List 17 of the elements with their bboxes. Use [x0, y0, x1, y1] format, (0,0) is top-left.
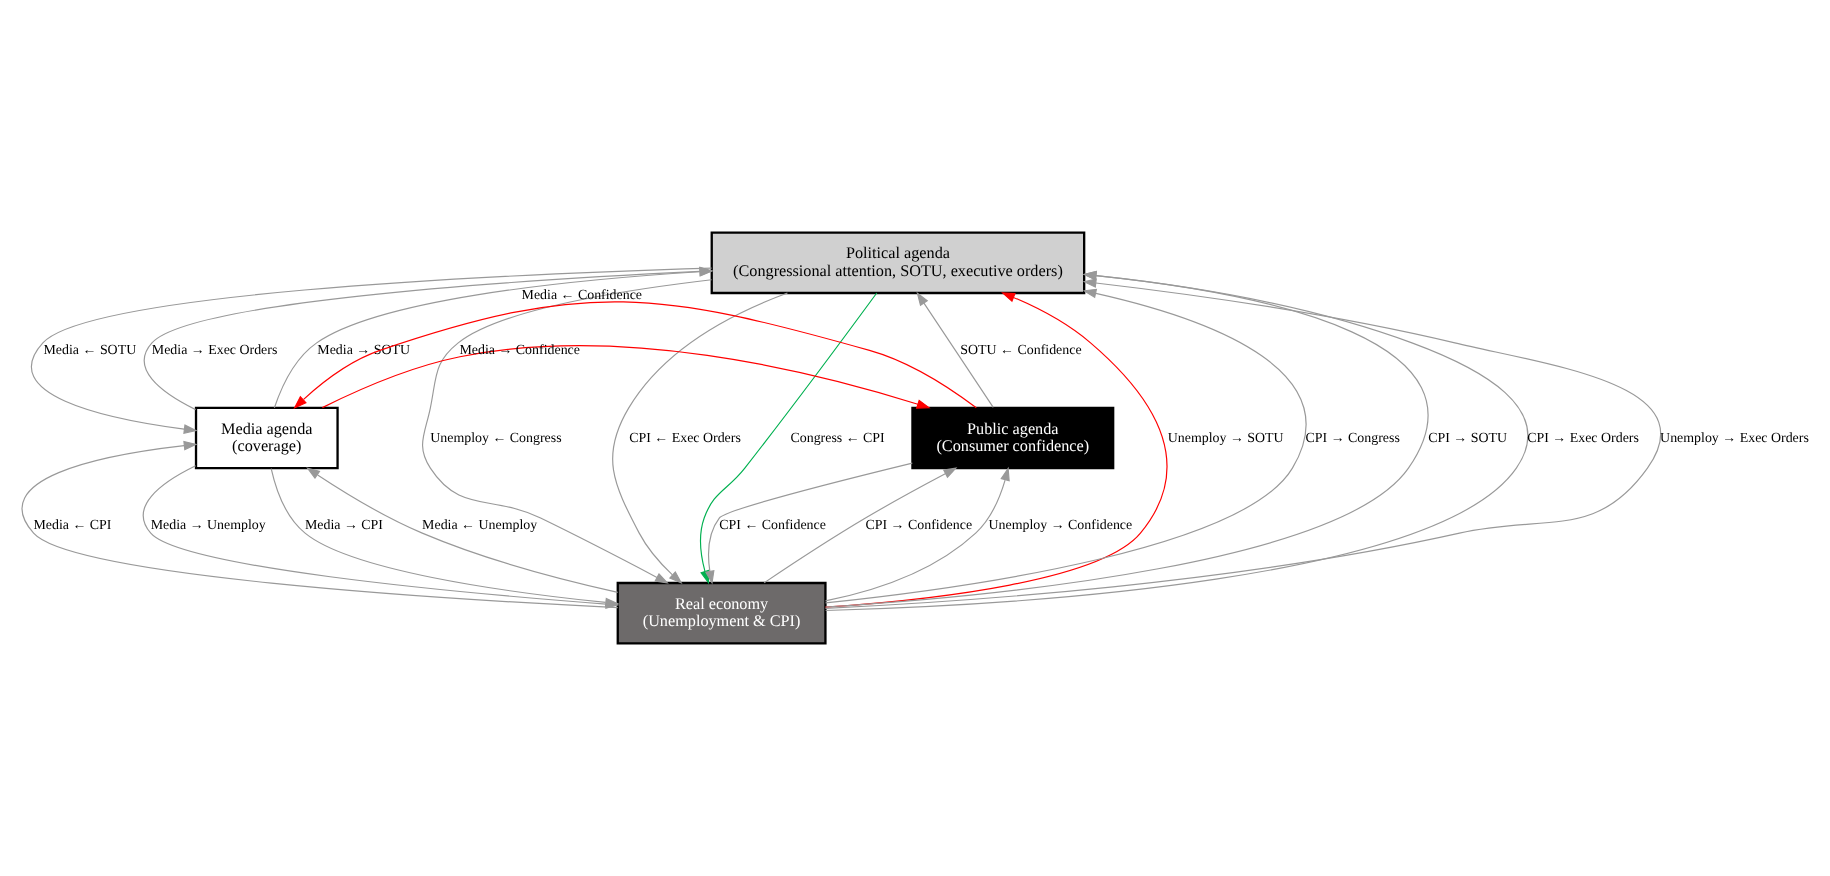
arrow: [704, 462, 913, 585]
node-box: Media agenda (coverage): [194, 406, 339, 470]
arrow: [293, 301, 977, 409]
arrow: [916, 291, 994, 408]
arrow: [824, 278, 1662, 609]
arrow: [273, 266, 714, 409]
arrow: [321, 345, 931, 409]
arrow: [824, 288, 1307, 604]
node-box: Real economy (Unemployment & CPI): [616, 581, 827, 645]
arrow: [306, 467, 619, 593]
arrow: [30, 267, 713, 434]
arrow: [824, 292, 1168, 608]
arrow: [143, 266, 714, 411]
arrow: [824, 466, 1010, 602]
node-box: Public agenda (Consumer confidence): [911, 406, 1115, 470]
arrow: [763, 467, 958, 584]
node-box: Political agenda (Congressional attention, SOTU, executive orders): [710, 231, 1086, 295]
